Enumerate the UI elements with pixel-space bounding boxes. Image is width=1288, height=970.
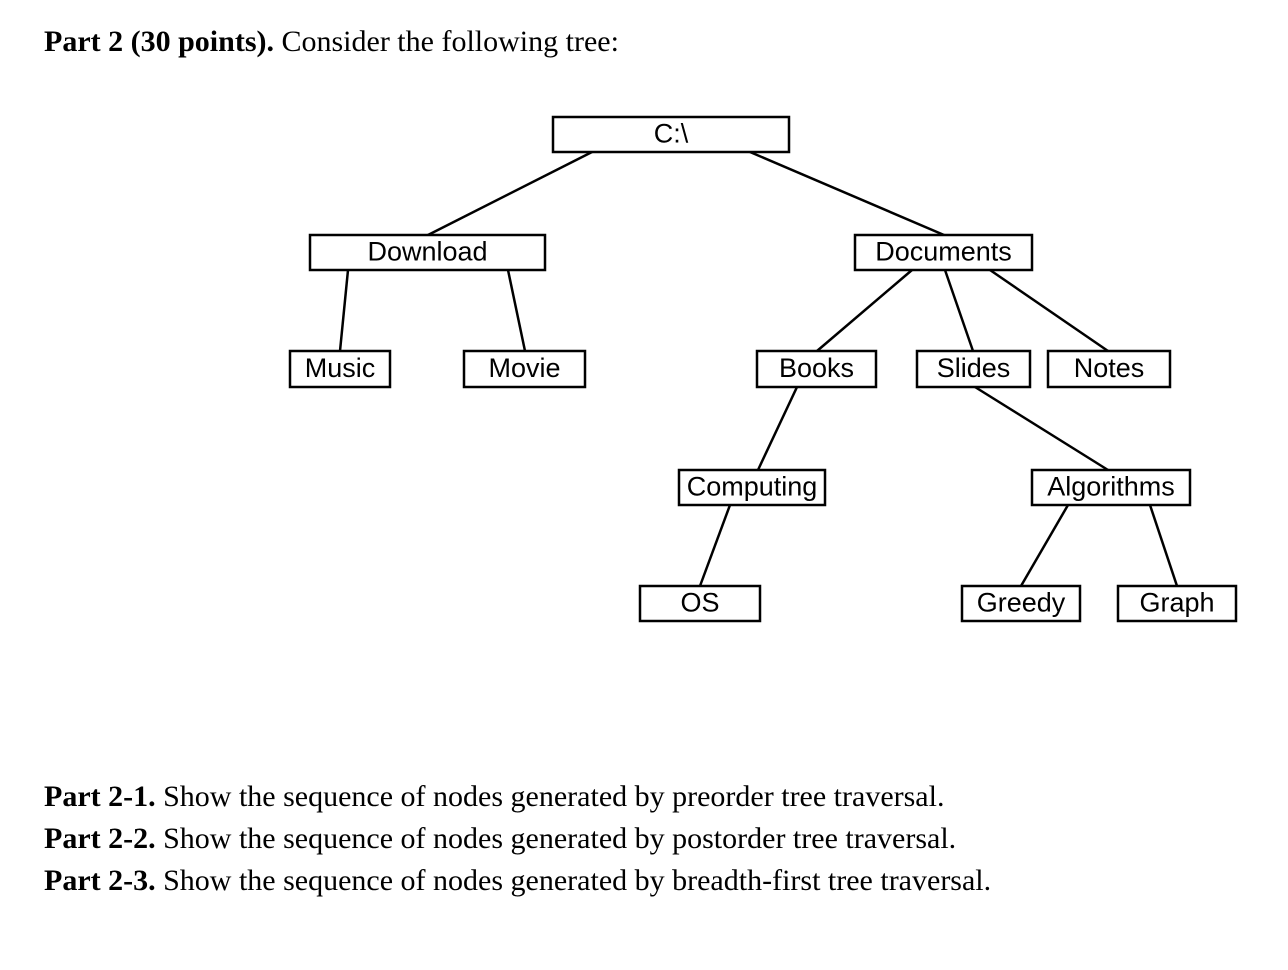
part2-3-lead: Part 2-3. <box>44 864 156 897</box>
tree-edge-slides-to-algorithms <box>974 385 1109 472</box>
tree-node-box-algorithms <box>1030 468 1192 507</box>
tree-node-label-root: C:\ <box>654 119 689 149</box>
part2-2-text: Show the sequence of nodes generated by … <box>155 822 957 855</box>
tree-edge-download-to-movie <box>506 269 527 352</box>
tree-node-label-graph: Graph <box>1139 588 1214 618</box>
tree-node-greedy[interactable]: Greedy <box>960 584 1082 623</box>
tree-node-download[interactable]: Download <box>308 233 547 272</box>
tree-node-box-documents <box>853 233 1034 272</box>
part2-header-lead: Part 2 (30 points). <box>44 25 274 58</box>
tree-edge-group <box>338 150 1179 587</box>
part2-3-question: Part 2-3. Show the sequence of nodes gen… <box>44 864 991 898</box>
tree-node-box-movie <box>462 349 587 389</box>
tree-edge-algorithms-to-graph <box>1148 504 1179 587</box>
tree-node-algorithms[interactable]: Algorithms <box>1030 468 1192 507</box>
tree-node-box-os <box>638 584 762 623</box>
tree-edge-documents-to-slides <box>943 269 975 352</box>
tree-node-box-greedy <box>960 584 1082 623</box>
part2-header-text: Consider the following tree: <box>273 25 619 58</box>
tree-node-label-movie: Movie <box>488 353 560 383</box>
tree-node-label-os: OS <box>680 588 719 618</box>
tree-edge-download-to-music <box>338 269 350 352</box>
tree-edge-computing-to-os <box>698 504 732 587</box>
tree-node-label-greedy: Greedy <box>977 588 1066 618</box>
tree-node-label-documents: Documents <box>875 237 1012 267</box>
tree-node-computing[interactable]: Computing <box>677 468 827 507</box>
tree-node-label-computing: Computing <box>687 472 818 502</box>
tree-edge-algorithms-to-greedy <box>1019 504 1070 587</box>
tree-node-box-books <box>755 349 878 389</box>
tree-node-box-slides <box>915 349 1032 389</box>
part2-header: Part 2 (30 points). Consider the followi… <box>44 25 619 59</box>
tree-node-books[interactable]: Books <box>755 349 878 389</box>
part2-3-text: Show the sequence of nodes generated by … <box>155 864 992 897</box>
tree-edge-root-to-documents <box>749 150 945 237</box>
tree-node-slides[interactable]: Slides <box>915 349 1032 389</box>
tree-node-documents[interactable]: Documents <box>853 233 1034 272</box>
part2-2-lead: Part 2-2. <box>44 822 156 855</box>
tree-node-label-slides: Slides <box>937 353 1011 383</box>
part2-2-question: Part 2-2. Show the sequence of nodes gen… <box>44 822 956 856</box>
tree-node-graph[interactable]: Graph <box>1116 584 1238 623</box>
tree-node-movie[interactable]: Movie <box>462 349 587 389</box>
tree-node-os[interactable]: OS <box>638 584 762 623</box>
tree-edge-root-to-download <box>427 150 593 237</box>
part2-1-question: Part 2-1. Show the sequence of nodes gen… <box>44 780 944 814</box>
tree-node-box-download <box>308 233 547 272</box>
tree-edge-books-to-computing <box>756 386 799 471</box>
tree-node-label-algorithms: Algorithms <box>1047 472 1175 502</box>
part2-1-lead: Part 2-1. <box>44 780 156 813</box>
tree-node-box-root <box>551 115 791 154</box>
tree-node-label-notes: Notes <box>1074 353 1145 383</box>
tree-edge-documents-to-books <box>816 269 913 352</box>
tree-node-label-music: Music <box>305 353 376 383</box>
tree-node-box-graph <box>1116 584 1238 623</box>
tree-node-label-download: Download <box>367 237 487 267</box>
tree-edge-documents-to-notes <box>989 268 1109 353</box>
tree-node-box-music <box>288 349 392 389</box>
tree-node-label-books: Books <box>779 353 854 383</box>
tree-node-box-computing <box>677 468 827 507</box>
part2-1-text: Show the sequence of nodes generated by … <box>155 780 945 813</box>
tree-node-notes[interactable]: Notes <box>1046 349 1172 389</box>
tree-node-music[interactable]: Music <box>288 349 392 389</box>
tree-node-box-notes <box>1046 349 1172 389</box>
tree-node-root[interactable]: C:\ <box>551 115 791 154</box>
